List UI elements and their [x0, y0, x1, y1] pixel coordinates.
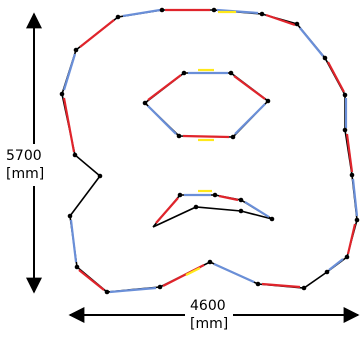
width-dimension-unit: [mm]	[190, 316, 228, 332]
inner-chevron	[152, 189, 275, 228]
inner-hexagon	[142, 68, 271, 142]
height-dimension-unit: [mm]	[6, 166, 44, 182]
outer-boundary	[59, 7, 360, 295]
outer-nodes	[59, 7, 360, 295]
width-dimension: 4600 [mm]	[68, 294, 360, 334]
chevron-base-line	[152, 194, 273, 228]
outer-base-line	[61, 9, 358, 293]
hexagon-nodes	[142, 70, 271, 140]
width-dimension-value: 4600	[190, 298, 226, 314]
chevron-colored-segments	[155, 189, 270, 224]
height-dimension-value: 5700	[6, 148, 42, 164]
outer-colored-segments	[62, 8, 359, 294]
hexagon-base-line	[143, 72, 270, 138]
chevron-nodes	[177, 192, 275, 222]
height-dimension: 5700 [mm]	[4, 12, 56, 294]
hexagon-colored-segments	[147, 68, 266, 142]
